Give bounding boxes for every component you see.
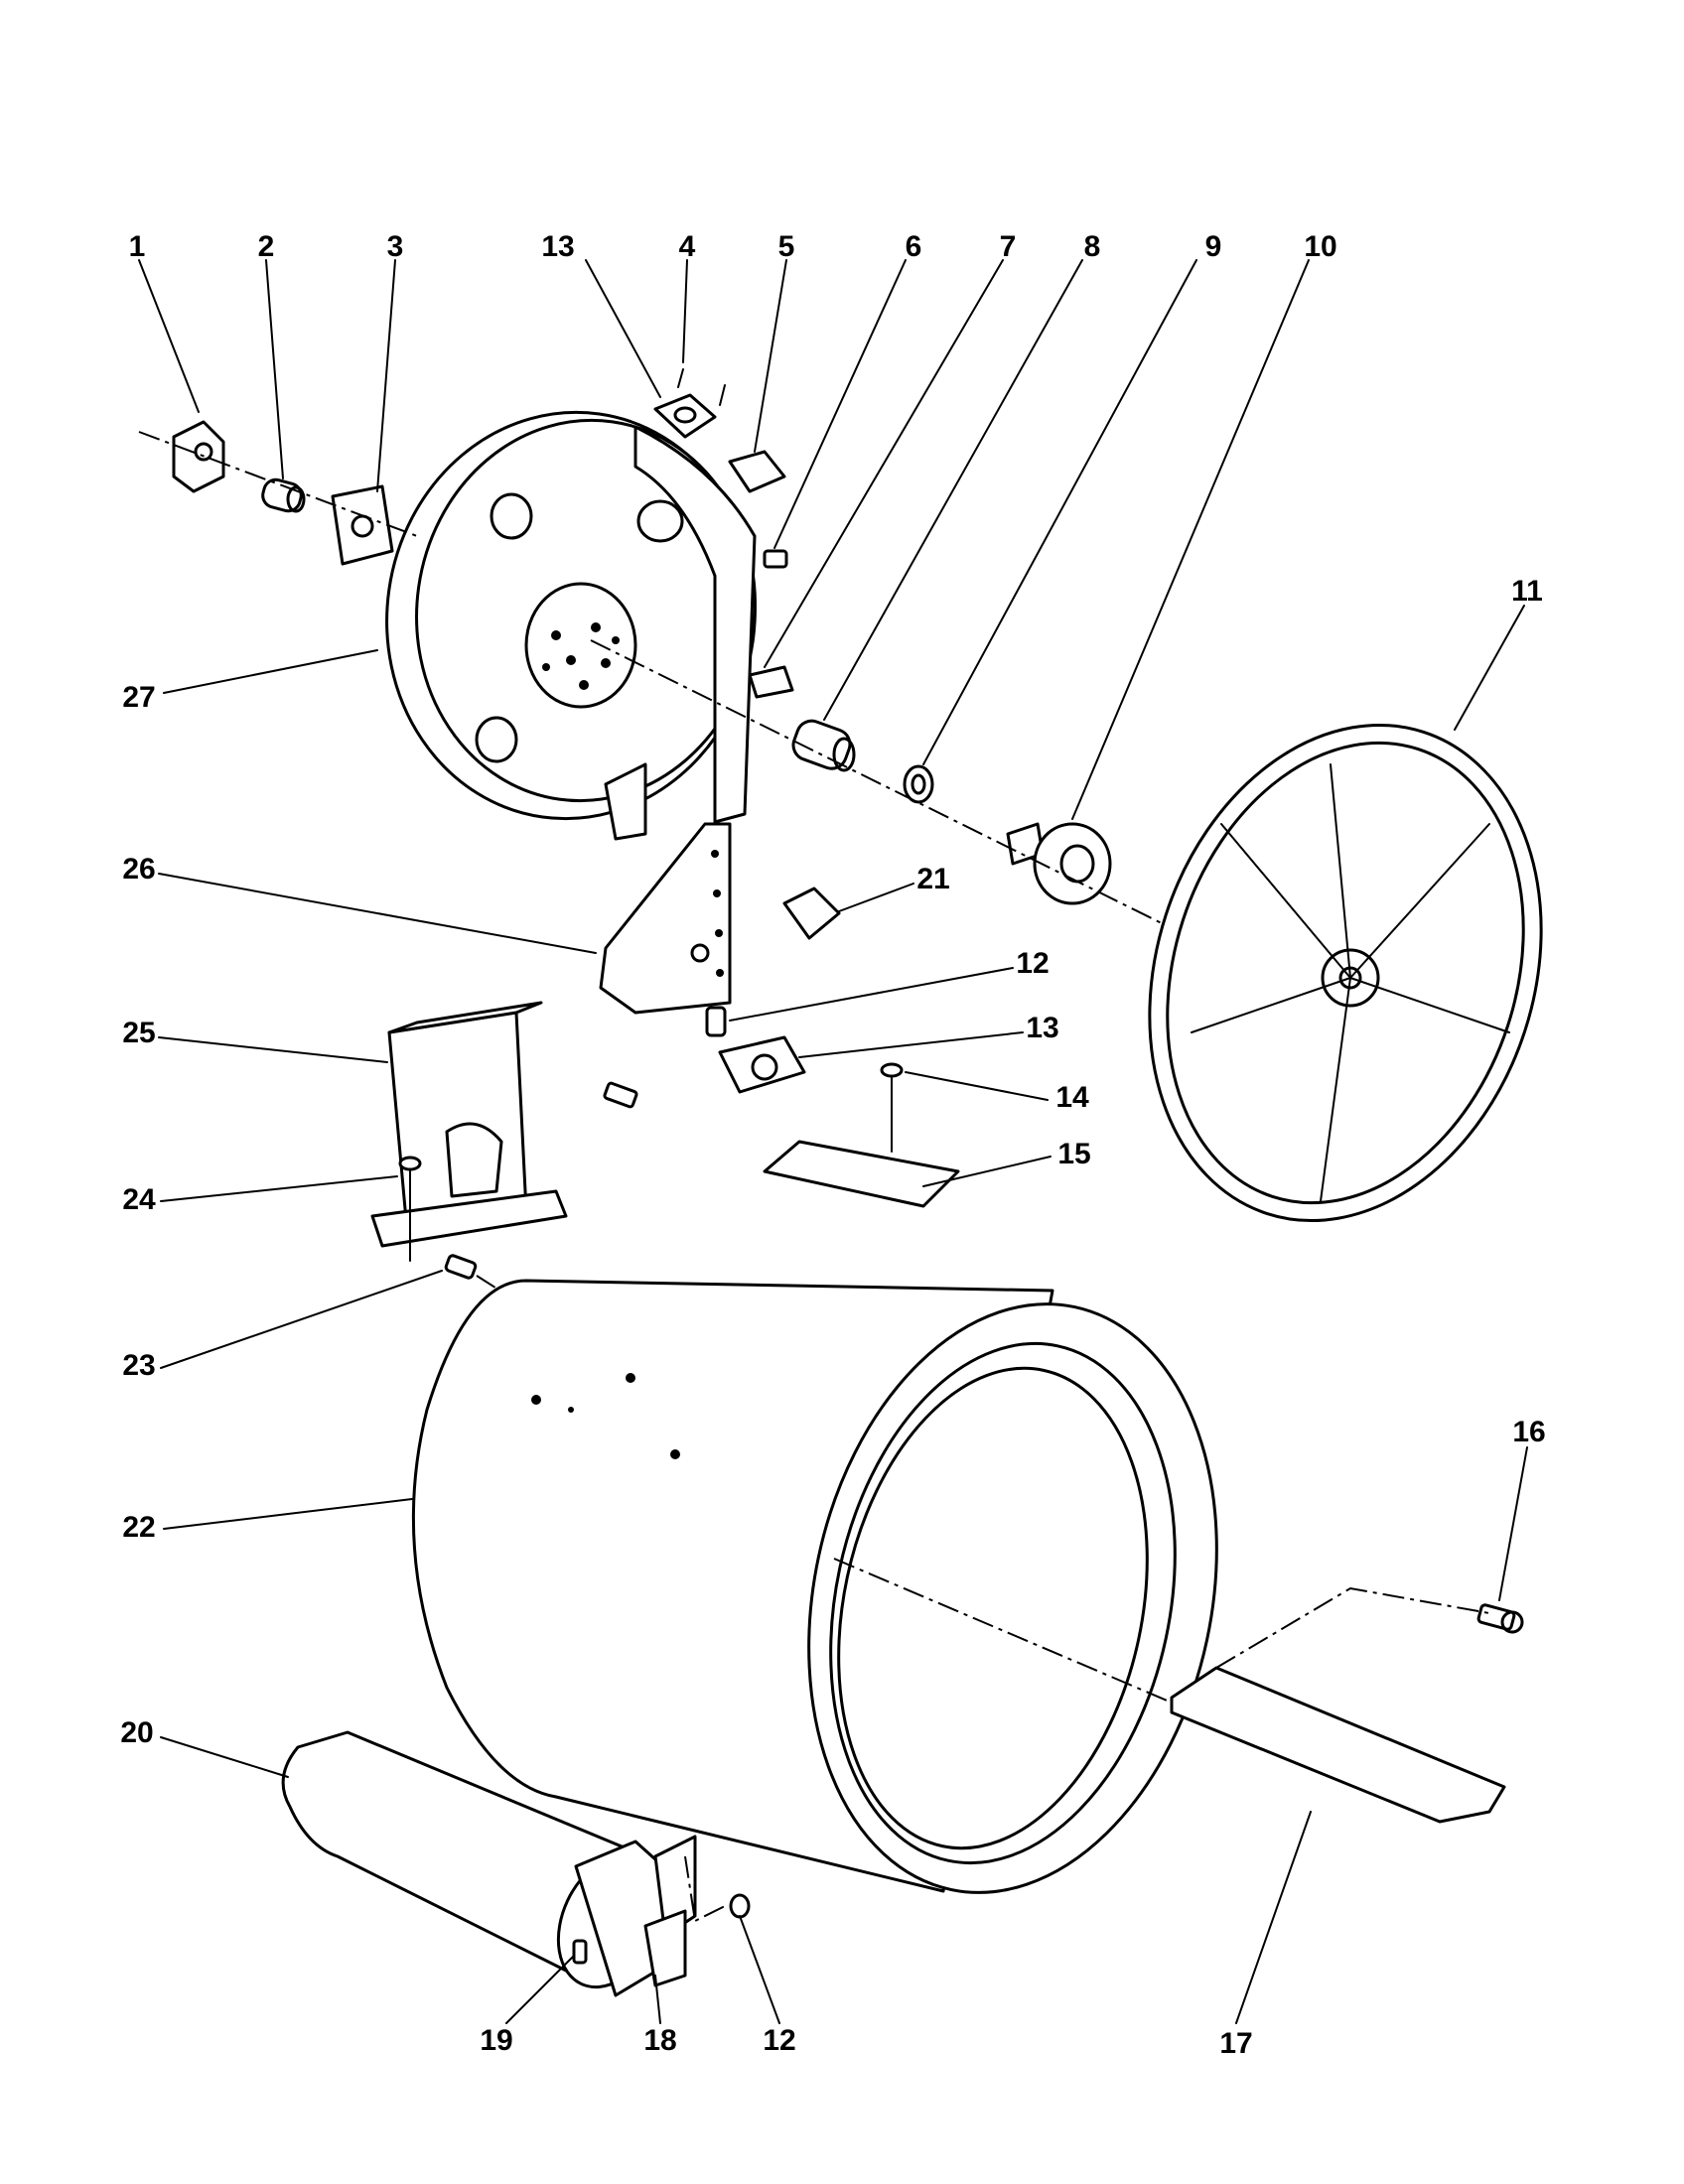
callout-25: 25 bbox=[122, 1017, 155, 1049]
bracket-part-18 bbox=[643, 1909, 687, 1987]
screw-part-14 bbox=[880, 1062, 904, 1153]
callout-18: 18 bbox=[643, 2024, 676, 2057]
callout-12-bottom: 12 bbox=[763, 2024, 795, 2057]
bracket-part-26 bbox=[599, 822, 732, 1015]
callout-8: 8 bbox=[1084, 230, 1101, 263]
washer-part-9 bbox=[903, 764, 934, 804]
callout-1: 1 bbox=[129, 230, 146, 263]
spacer-part-2 bbox=[261, 478, 306, 513]
callout-24: 24 bbox=[122, 1183, 156, 1216]
callout-16: 16 bbox=[1512, 1416, 1545, 1448]
drum-part-22 bbox=[411, 1279, 1218, 1894]
shaft-hub-part-10 bbox=[1006, 822, 1112, 905]
drum-back-plate-part-11 bbox=[1148, 723, 1543, 1223]
callout-6: 6 bbox=[906, 230, 922, 263]
bearing-plate-part-3 bbox=[331, 484, 394, 566]
callout-26: 26 bbox=[122, 853, 155, 886]
thermostat-part-13-mid bbox=[718, 1035, 806, 1094]
drum-baffle-part-17 bbox=[1170, 1666, 1506, 1824]
callout-7: 7 bbox=[1000, 230, 1017, 263]
screw-part-6 bbox=[763, 549, 788, 569]
callout-20: 20 bbox=[120, 1716, 153, 1749]
callout-2: 2 bbox=[258, 230, 275, 263]
callout-9: 9 bbox=[1205, 230, 1222, 263]
bushing-part-8 bbox=[791, 719, 856, 772]
mount-plate-part-15 bbox=[763, 1140, 960, 1208]
callout-13-mid: 13 bbox=[1026, 1012, 1058, 1044]
leader-lines bbox=[138, 259, 1528, 2024]
callout-27: 27 bbox=[122, 681, 155, 714]
gasket-part-21 bbox=[782, 887, 841, 940]
callout-11: 11 bbox=[1511, 575, 1543, 608]
callout-21: 21 bbox=[916, 863, 949, 895]
callout-5: 5 bbox=[778, 230, 795, 263]
callout-19: 19 bbox=[480, 2024, 512, 2057]
bracket-part-1 bbox=[172, 420, 225, 493]
callout-14: 14 bbox=[1055, 1081, 1089, 1114]
callout-12-mid: 12 bbox=[1016, 947, 1049, 980]
callout-22: 22 bbox=[122, 1511, 155, 1544]
rear-bulkhead-part-27 bbox=[385, 410, 757, 841]
callout-17: 17 bbox=[1219, 2027, 1252, 2060]
bolt-part-7 bbox=[748, 665, 794, 699]
plate-part-13-top bbox=[653, 393, 717, 439]
callout-3: 3 bbox=[387, 230, 404, 263]
screw-part-16 bbox=[1476, 1603, 1524, 1634]
callout-labels: 1 2 3 13 4 5 6 7 8 9 10 11 27 26 21 12 2… bbox=[120, 230, 1545, 2060]
plate-part-5 bbox=[728, 450, 786, 493]
motor-mount-part-25 bbox=[370, 1001, 638, 1248]
callout-23: 23 bbox=[122, 1349, 155, 1382]
screws-part-4 bbox=[677, 368, 726, 406]
callout-4: 4 bbox=[679, 230, 696, 263]
screw-part-24 bbox=[398, 1156, 422, 1262]
callout-13-top: 13 bbox=[541, 230, 574, 263]
screw-part-19 bbox=[572, 1939, 588, 1965]
screw-part-12-mid bbox=[705, 1006, 727, 1037]
callout-10: 10 bbox=[1304, 230, 1336, 263]
callout-15: 15 bbox=[1057, 1138, 1090, 1170]
